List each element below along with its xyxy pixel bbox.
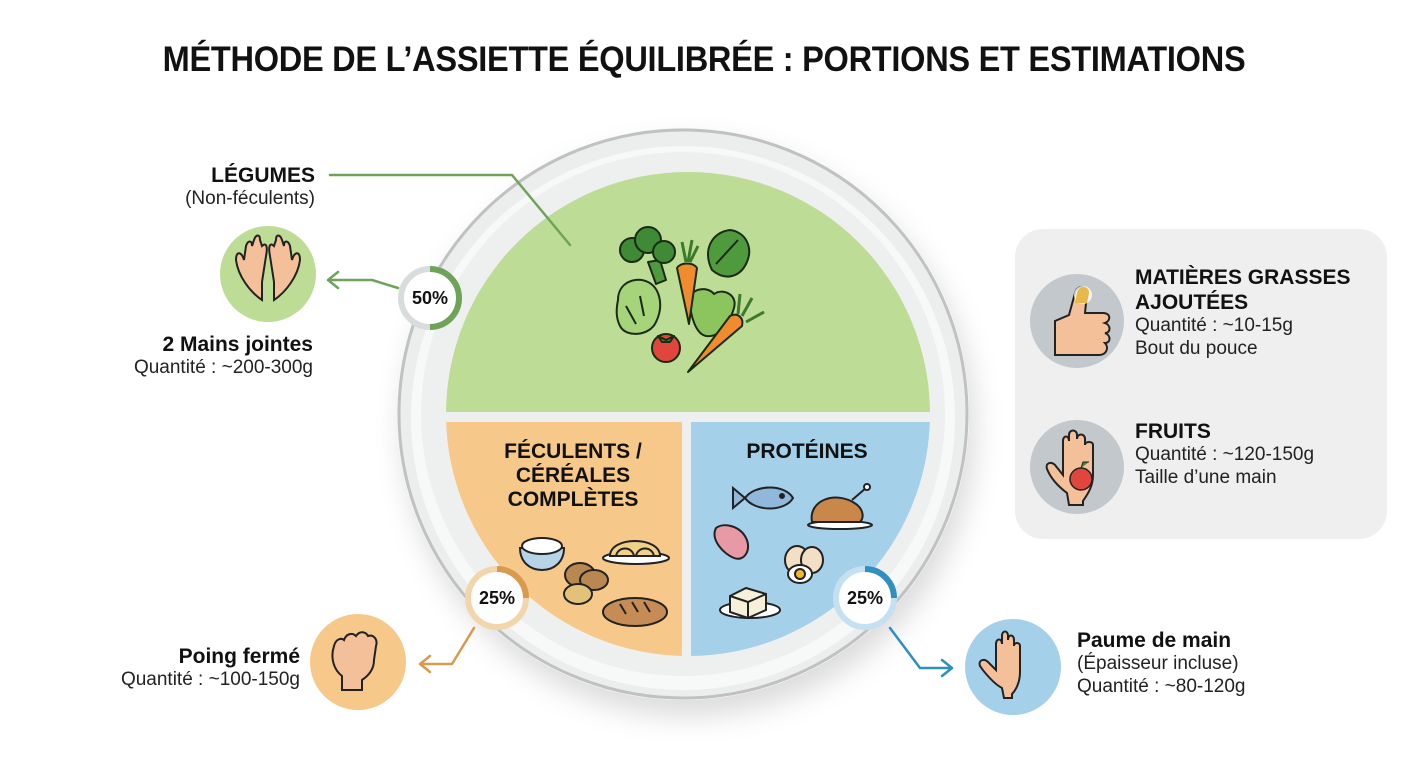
extra-fats: MATIÈRES GRASSES AJOUTÉES Quantité : ~10… — [1135, 266, 1351, 360]
proteins-subheading: (Épaisseur incluse) — [1077, 653, 1239, 675]
starches-icon — [518, 537, 670, 627]
starches-percentage: 25% — [478, 588, 516, 608]
vegetables-badge — [398, 266, 462, 330]
vegetables-heading: LÉGUMES — [211, 164, 315, 187]
starches-portion: Poing fermé Quantité : ~100-150g — [40, 644, 300, 692]
page-title: MÉTHODE DE L’ASSIETTE ÉQUILIBRÉE : PORTI… — [162, 40, 1246, 79]
proteins-icon — [713, 483, 873, 620]
proteins-portion: Paume de main (Épaisseur incluse) Quanti… — [1077, 628, 1337, 699]
starches-quantity: Quantité : ~100-150g — [120, 669, 300, 691]
fist-icon — [310, 614, 406, 710]
thumb-icon — [1030, 274, 1124, 368]
cupped-hands-icon — [220, 226, 316, 322]
vegetables-quantity: Quantité : ~200-300g — [133, 357, 313, 379]
vegetables-arrow — [326, 270, 400, 290]
vegetables-percentage: 50% — [411, 288, 449, 308]
vegetables-portion: 2 Mains jointes Quantité : ~200-300g — [60, 332, 313, 380]
starches-badge — [465, 566, 529, 630]
starches-measure: Poing fermé — [178, 645, 300, 668]
starches-arrow — [418, 626, 476, 674]
vegetables-leader-line — [328, 173, 572, 247]
vegetables-subheading: (Non-féculents) — [185, 188, 315, 210]
palm-icon — [965, 619, 1061, 715]
proteins-arrow — [888, 626, 954, 678]
extras-card: MATIÈRES GRASSES AJOUTÉES Quantité : ~10… — [1015, 229, 1387, 539]
proteins-badge — [833, 566, 897, 630]
proteins-title: PROTÉINES — [746, 440, 868, 463]
vegetables-label: LÉGUMES (Non-féculents) — [100, 163, 315, 211]
hand-with-apple-icon — [1030, 420, 1124, 514]
starches-title: FÉCULENTS / CÉRÉALES COMPLÈTES — [504, 440, 642, 512]
proteins-quantity: Quantité : ~80-120g — [1077, 675, 1246, 697]
proteins-percentage: 25% — [846, 588, 884, 608]
proteins-measure: Paume de main — [1077, 629, 1232, 652]
extra-fruits: FRUITS Quantité : ~120-150g Taille d’une… — [1135, 420, 1315, 488]
vegetables-icon — [615, 226, 765, 373]
vegetables-measure: 2 Mains jointes — [162, 333, 313, 356]
